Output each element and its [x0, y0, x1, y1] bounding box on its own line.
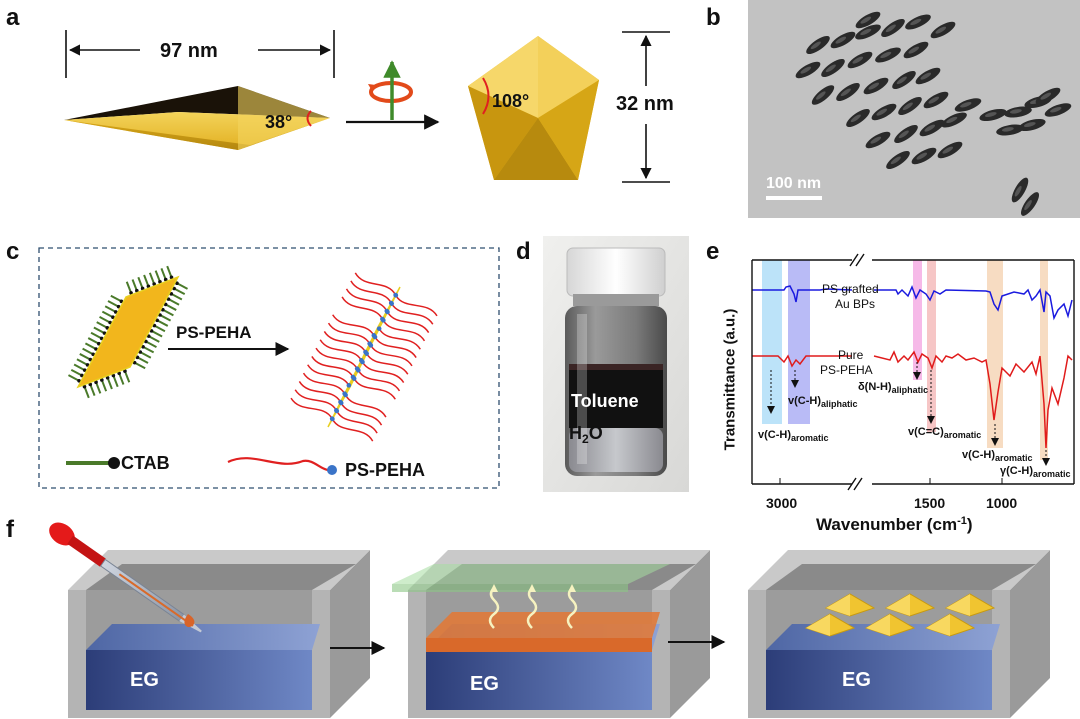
scale-bar-label: 100 nm	[766, 175, 822, 192]
series-label-grafted-1: PS grafted	[822, 282, 879, 296]
panel-label-a: a	[6, 4, 20, 31]
tick-1500: 1500	[914, 495, 946, 511]
band-cc-aromatic	[927, 260, 936, 432]
tip-angle-label: 38°	[265, 112, 293, 132]
annot-nh-aliphatic: δ(N-H)aliphatic	[858, 381, 929, 395]
cross-angle-label: 108°	[492, 91, 530, 111]
ps-peha-arrow-label: PS-PEHA	[176, 323, 252, 342]
annot-ch-aromatic-2: v(C-H)aromatic	[962, 449, 1033, 463]
eg-label-1: EG	[130, 669, 159, 691]
tick-3000: 3000	[766, 495, 798, 511]
band-gamma-ch-aromatic	[1040, 260, 1048, 460]
band-nh-aliphatic	[913, 260, 922, 380]
panel-c-diagram	[38, 247, 500, 489]
legend-ctab: CTAB	[121, 453, 170, 473]
series-ps-grafted	[752, 285, 853, 303]
band-ch-aromatic-2	[987, 260, 1003, 448]
annot-ch-aliphatic: v(C-H)aliphatic	[788, 395, 858, 409]
panel-label-c: c	[6, 238, 20, 265]
series-ps-grafted-right	[874, 284, 1073, 321]
series-pure	[752, 354, 852, 368]
series-pure-right	[873, 350, 1073, 449]
panel-label-d: d	[516, 238, 531, 265]
series-label-pure-1: Pure	[838, 348, 864, 362]
panel-a-diagram	[64, 30, 670, 183]
series-label-pure-2: PS-PEHA	[820, 363, 873, 377]
band-ch-aromatic-1	[762, 260, 782, 424]
legend-ps-peha: PS-PEHA	[345, 460, 426, 480]
series-label-grafted-2: Au BPs	[835, 297, 876, 311]
length-label: 97 nm	[160, 40, 218, 62]
tem-image	[748, 0, 1080, 218]
height-label: 32 nm	[616, 93, 674, 115]
ir-ylabel: Transmittance (a.u.)	[721, 308, 739, 451]
eg-label-2: EG	[470, 673, 499, 695]
annot-ch-aromatic-1: v(C-H)aromatic	[758, 429, 829, 443]
ir-xlabel: Wavenumber (cm-1)	[816, 515, 973, 534]
panel-label-e: e	[706, 238, 720, 265]
toluene-phase-label: Toluene	[571, 391, 639, 411]
panel-f-diagram	[49, 522, 1050, 718]
annot-cc-aromatic: v(C=C)aromatic	[908, 426, 982, 440]
eg-label-3: EG	[842, 669, 871, 691]
tick-1000: 1000	[986, 495, 1018, 511]
annot-gamma-ch-aromatic: γ(C-H)aromatic	[1000, 465, 1071, 479]
vial-photo	[543, 236, 689, 492]
panel-label-f: f	[6, 516, 14, 543]
panel-label-b: b	[706, 4, 721, 31]
water-phase-label: H2O	[569, 423, 603, 446]
